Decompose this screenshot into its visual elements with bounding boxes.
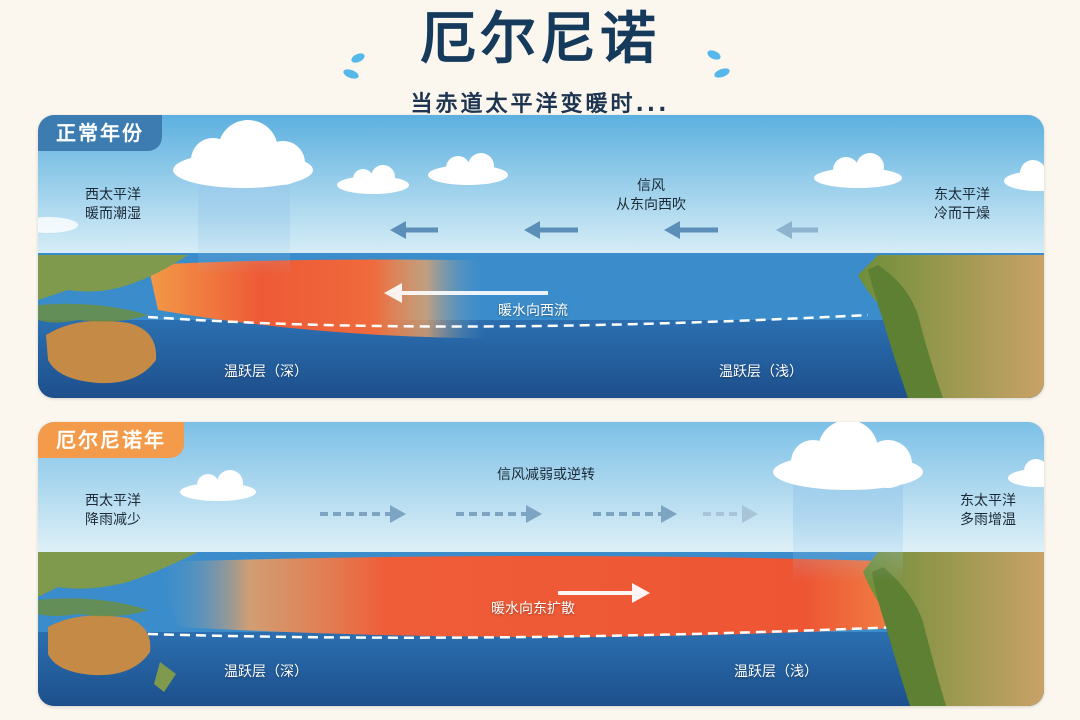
andes-green <box>872 567 946 706</box>
storm-cloud-west-icon <box>173 120 313 188</box>
thermocline-line <box>147 313 869 328</box>
rain-west <box>198 185 290 275</box>
badge-normal-year: 正常年份 <box>38 115 162 151</box>
wind-arrow-icon <box>776 221 818 239</box>
warm-water-pool <box>148 259 598 339</box>
label-east-pacific: 东太平洋 冷而干燥 <box>934 186 990 224</box>
label-line: 东太平洋 <box>934 187 990 203</box>
label-line: 从东向西吹 <box>616 197 686 213</box>
thermocline-line <box>147 625 899 639</box>
cloud-icon <box>814 153 902 188</box>
label-thermocline-deep: 温跃层（深） <box>224 664 308 680</box>
cloud-icon <box>1008 459 1044 487</box>
label-line: 冷而干燥 <box>934 206 990 222</box>
warm-current-arrow-icon <box>384 283 548 303</box>
weak-wind-arrow-icon <box>456 505 542 523</box>
badge-el-nino-year: 厄尔尼诺年 <box>38 422 184 458</box>
weak-wind-arrow-icon <box>320 505 406 523</box>
islands-land <box>38 598 148 617</box>
page-title: 厄尔尼诺 <box>420 7 660 72</box>
label-trade-winds: 信风 从东向西吹 <box>616 177 686 215</box>
rain-east <box>793 482 903 582</box>
label-thermocline-shallow: 温跃层（浅） <box>719 364 803 380</box>
storm-cloud-east-icon <box>773 422 923 490</box>
label-thermocline-deep: 温跃层（深） <box>224 364 308 380</box>
asia-land <box>38 552 198 597</box>
wind-arrow-icon <box>524 221 578 239</box>
cloud-icon <box>1004 160 1044 191</box>
el-nino-scene <box>38 422 1044 706</box>
islands-land <box>38 303 148 323</box>
label-east-pacific: 东太平洋 多雨增温 <box>960 492 1016 530</box>
weak-wind-arrow-icon <box>593 505 677 523</box>
wind-arrow-icon <box>390 221 438 239</box>
sky <box>38 115 1044 255</box>
cloud-icon <box>180 470 256 501</box>
panel-normal-year: 正常年份 西太平洋 暖而潮湿 信风 从东向西吹 东太平洋 冷而干燥 暖水向西流 … <box>38 115 1044 398</box>
label-line: 信风 <box>637 178 665 194</box>
label-west-pacific: 西太平洋 降雨减少 <box>85 492 141 530</box>
label-warm-current: 暖水向西流 <box>498 303 568 319</box>
deep-ocean <box>38 632 1044 706</box>
australia-land <box>46 320 157 384</box>
cloud-icon <box>337 165 409 194</box>
warm-current-arrow-icon <box>558 583 650 603</box>
new-zealand-land <box>154 662 176 692</box>
panel-el-nino-year: 厄尔尼诺年 西太平洋 降雨减少 信风减弱或逆转 东太平洋 多雨增温 暖水向东扩散… <box>38 422 1044 706</box>
andes-green <box>868 265 943 398</box>
normal-scene <box>38 115 1044 398</box>
south-america-land <box>863 552 1044 706</box>
label-line: 东太平洋 <box>960 493 1016 509</box>
label-line: 降雨减少 <box>85 512 141 528</box>
cloud-icon <box>38 217 78 233</box>
label-line: 西太平洋 <box>85 187 141 203</box>
label-warm-current: 暖水向东扩散 <box>491 601 575 617</box>
cloud-icon <box>428 153 508 185</box>
label-weak-trade-winds: 信风减弱或逆转 <box>497 467 595 483</box>
wind-arrow-icon <box>664 221 718 239</box>
asia-land <box>38 255 188 300</box>
page-subtitle: 当赤道太平洋变暖时... <box>410 92 670 117</box>
label-west-pacific: 西太平洋 暖而潮湿 <box>85 186 141 224</box>
label-line: 暖而潮湿 <box>85 206 141 222</box>
label-line: 多雨增温 <box>960 512 1016 528</box>
splash-right-icon <box>707 50 730 78</box>
label-thermocline-shallow: 温跃层（浅） <box>734 664 818 680</box>
warm-water-pool <box>158 556 918 637</box>
splash-left-icon <box>343 53 365 79</box>
australia-land <box>48 615 151 676</box>
weak-wind-arrow-icon <box>703 505 758 523</box>
label-line: 西太平洋 <box>85 493 141 509</box>
